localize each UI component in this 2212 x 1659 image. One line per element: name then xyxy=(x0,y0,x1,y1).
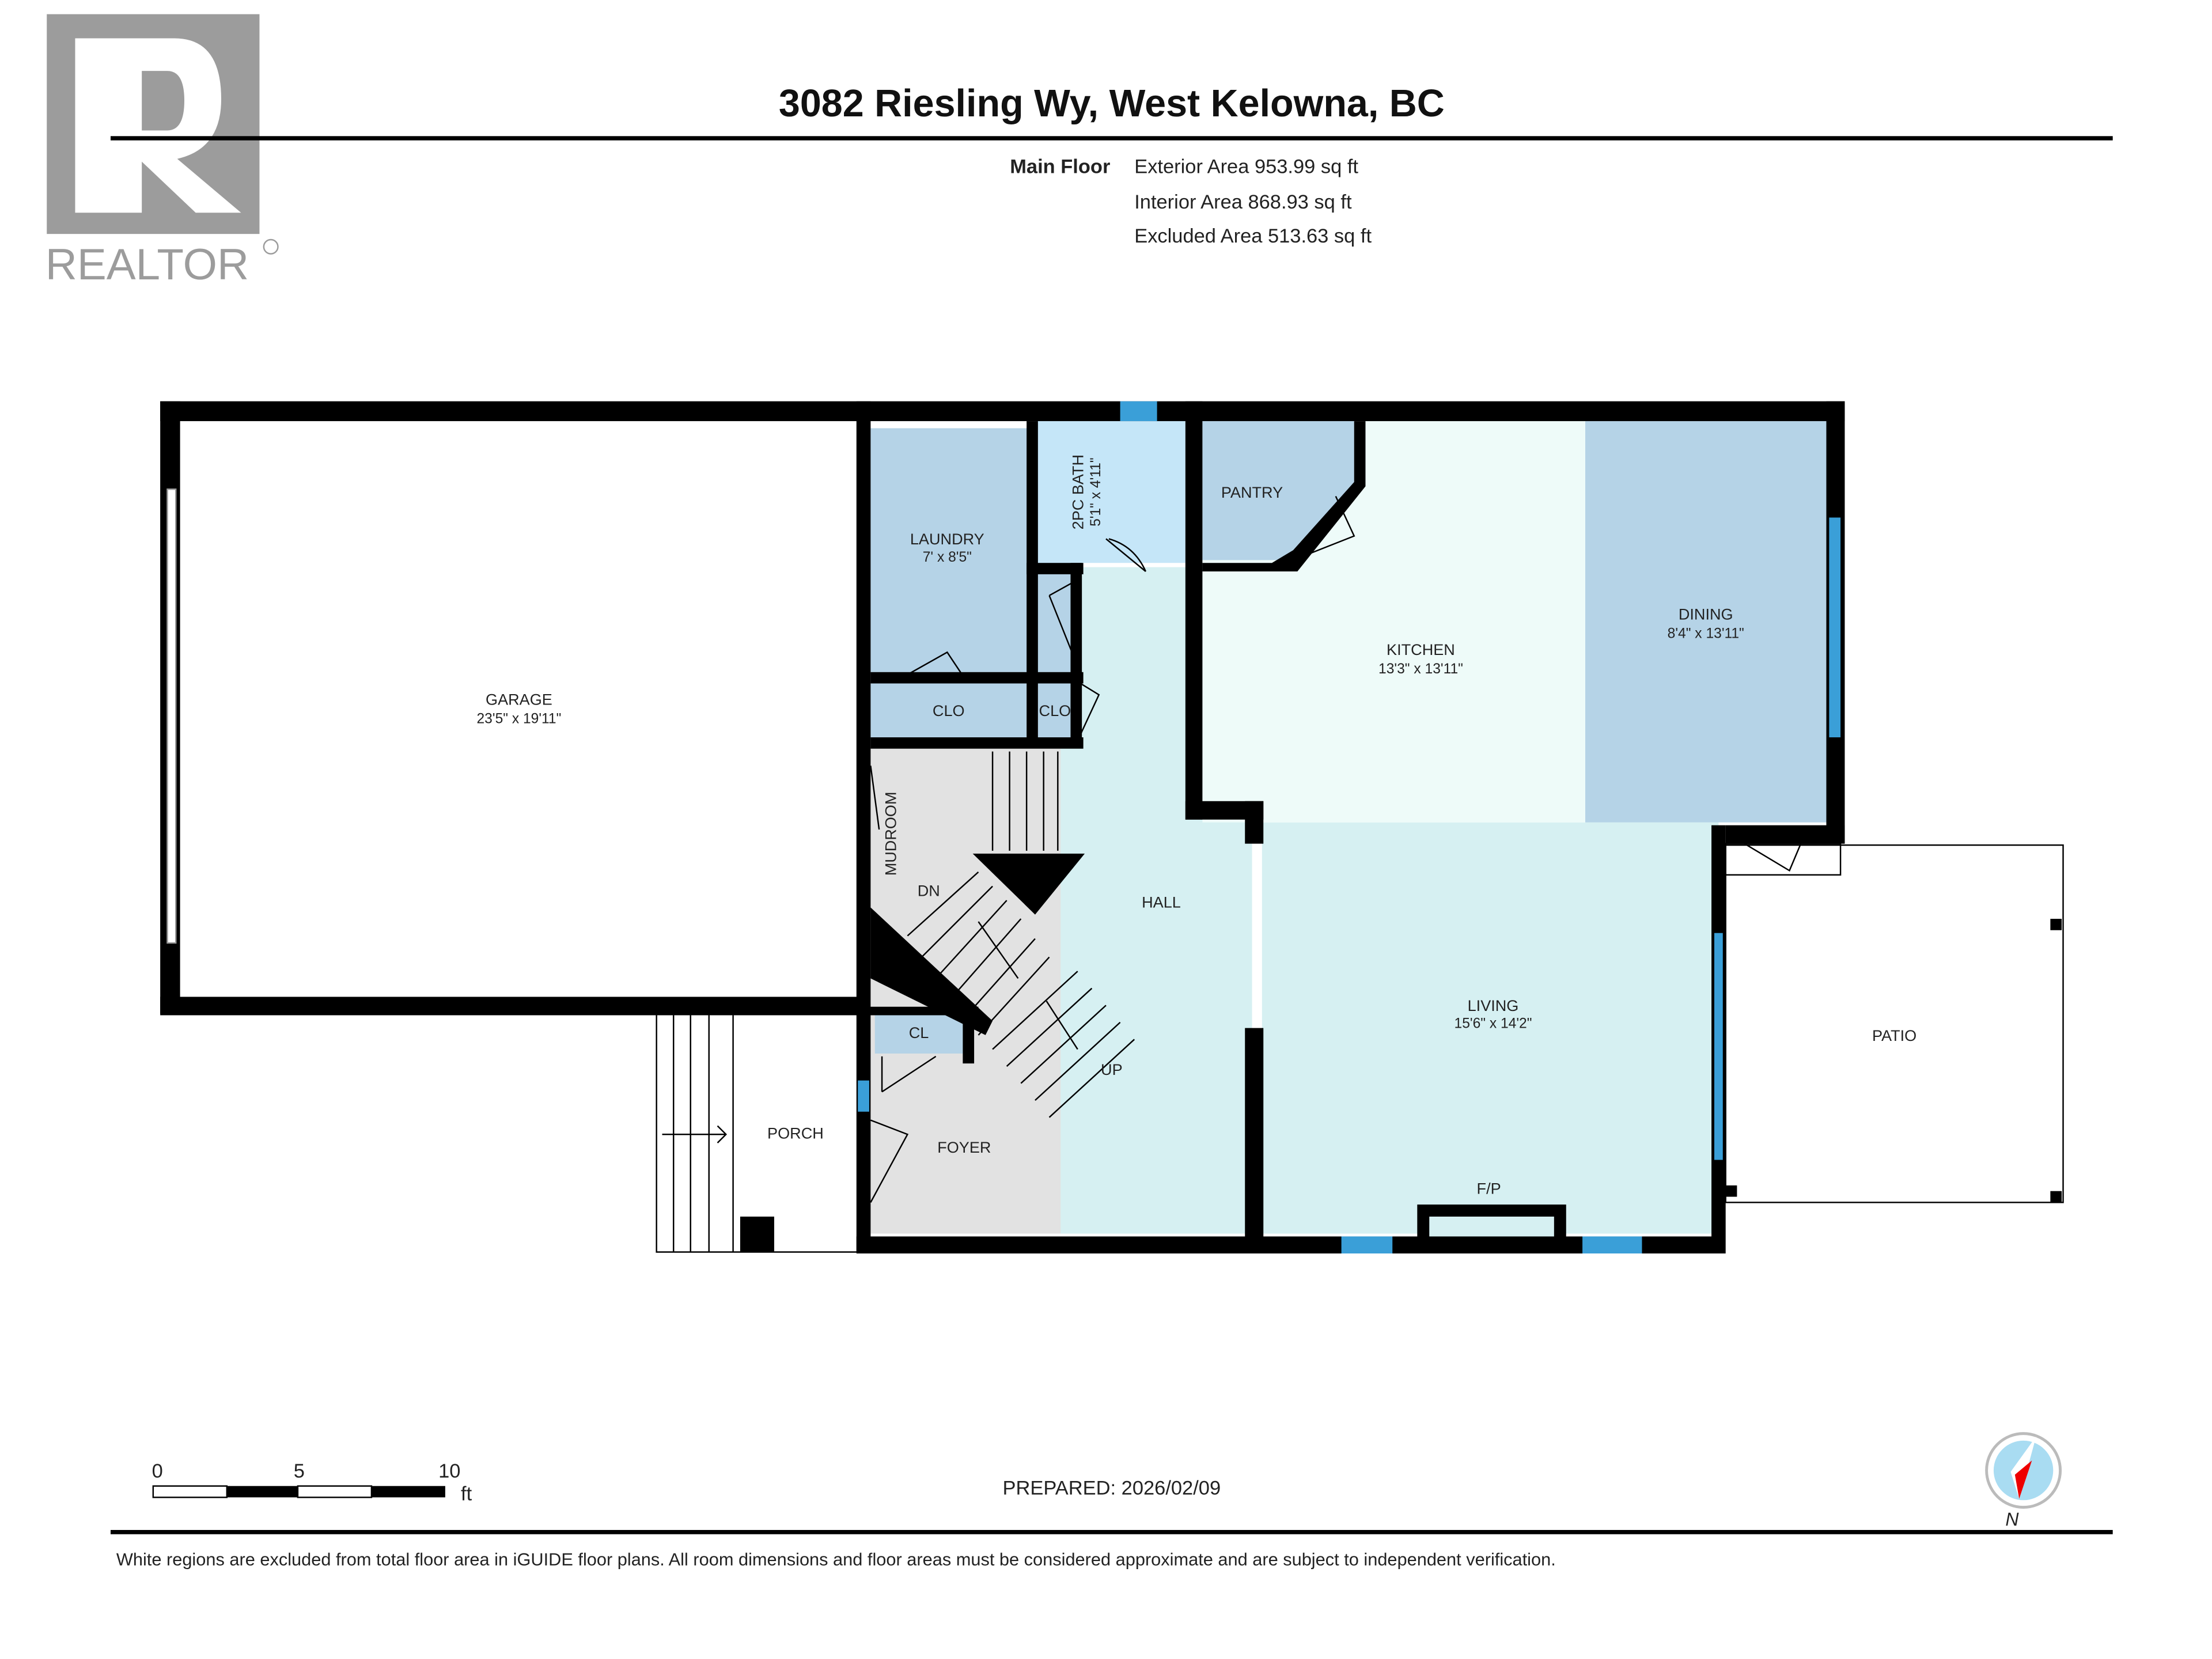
header-rule xyxy=(111,136,2113,141)
mudroom-label: MUDROOM xyxy=(882,791,900,876)
stairs-down-label: DN xyxy=(918,882,940,900)
porch-label: PORCH xyxy=(767,1124,824,1142)
bath-dims: 5'1" x 4'11" xyxy=(1088,457,1104,526)
floor-label: Main Floor xyxy=(1010,156,1110,177)
scale-tick-0: 0 xyxy=(152,1460,163,1482)
footer-disclaimer: White regions are excluded from total fl… xyxy=(116,1550,1556,1570)
scale-unit: ft xyxy=(461,1483,472,1505)
doors xyxy=(662,496,1842,1203)
scale-tick-5: 5 xyxy=(294,1460,305,1482)
garage-dims: 23'5" x 19'11" xyxy=(477,711,562,726)
pantry-label: PANTRY xyxy=(1221,483,1283,501)
exterior-area: Exterior Area 953.99 sq ft xyxy=(1134,156,1358,177)
exterior-outlines xyxy=(656,844,2064,1253)
stairs-up-label: UP xyxy=(1101,1060,1123,1078)
dining-label: DINING xyxy=(1679,605,1733,623)
windows xyxy=(858,401,1841,1253)
excluded-area: Excluded Area 513.63 sq ft xyxy=(1134,225,1372,247)
room-fills xyxy=(870,421,1830,1234)
prepared-date: PREPARED: 2026/02/09 xyxy=(1003,1477,1221,1499)
footer-rule xyxy=(111,1530,2113,1535)
scale-bar: 0 5 10 ft xyxy=(152,1460,472,1505)
dining-dims: 8'4" x 13'11" xyxy=(1668,626,1744,642)
realtor-wordmark: REALTOR xyxy=(46,240,249,289)
living-label: LIVING xyxy=(1468,997,1519,1014)
realtor-logo: REALTOR xyxy=(46,14,279,289)
laundry-label: LAUNDRY xyxy=(910,530,984,548)
compass-north-label: N xyxy=(2005,1509,2019,1530)
room-labels: GARAGE 23'5" x 19'11" LAUNDRY 7' x 8'5" … xyxy=(477,454,1917,1198)
patio-label: PATIO xyxy=(1872,1027,1916,1044)
hall-label: HALL xyxy=(1142,893,1181,911)
closet-label-2: CLO xyxy=(1039,702,1071,719)
kitchen-dims: 13'3" x 13'11" xyxy=(1378,661,1463,677)
laundry-dims: 7' x 8'5" xyxy=(923,550,972,565)
closet-label: CLO xyxy=(933,702,965,719)
page-title: 3082 Riesling Wy, West Kelowna, BC xyxy=(779,82,1445,125)
interior-area: Interior Area 868.93 sq ft xyxy=(1134,191,1352,213)
coat-closet-label: CL xyxy=(909,1024,929,1041)
garage-label: GARAGE xyxy=(486,690,552,708)
kitchen-label: KITCHEN xyxy=(1387,641,1455,658)
fireplace-label: F/P xyxy=(1477,1180,1501,1198)
staircase xyxy=(907,751,1135,1118)
foyer-label: FOYER xyxy=(937,1138,991,1156)
scale-tick-10: 10 xyxy=(438,1460,460,1482)
living-dims: 15'6" x 14'2" xyxy=(1455,1016,1532,1032)
bath-label: 2PC BATH xyxy=(1069,454,1087,529)
compass-icon: N xyxy=(1985,1432,2062,1530)
